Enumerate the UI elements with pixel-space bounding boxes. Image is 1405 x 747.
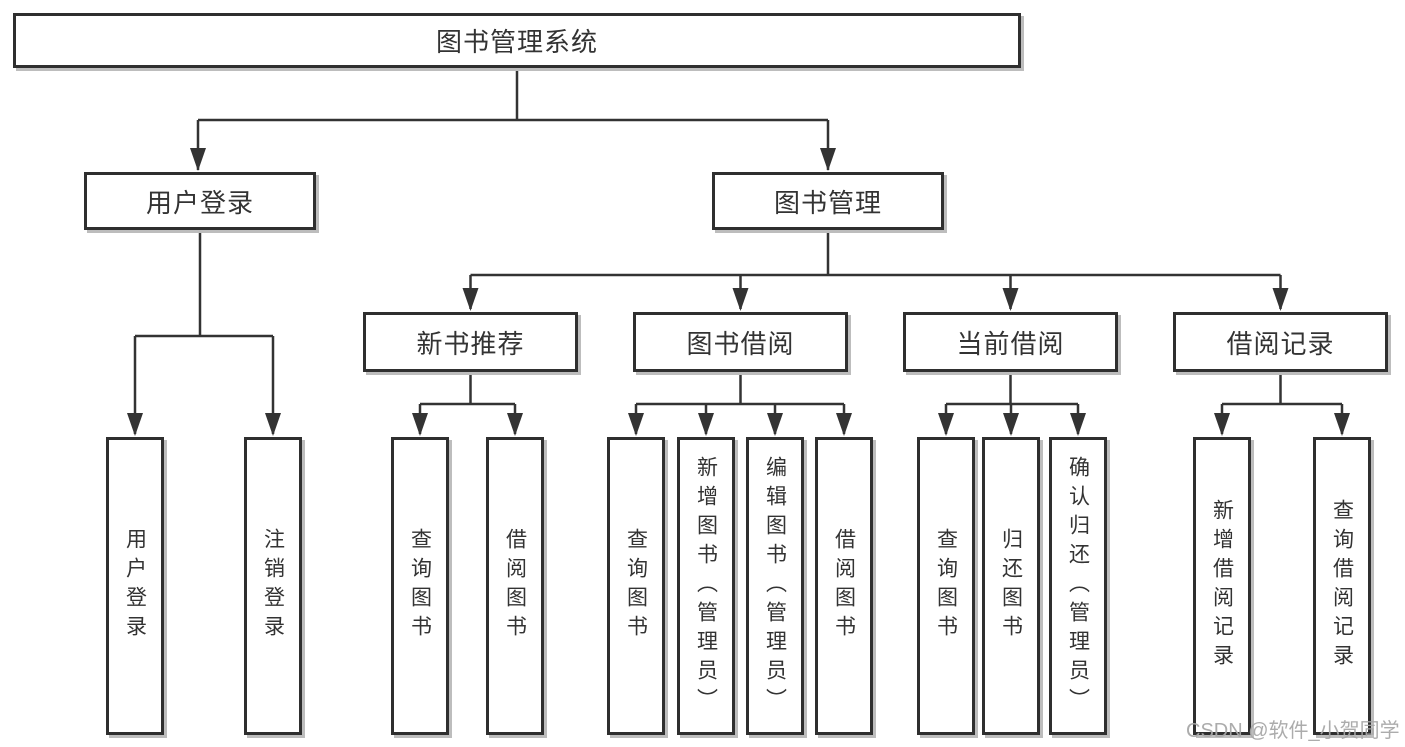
leaf-query-books: 查询图书	[607, 437, 665, 735]
leaf-label: 查询图书	[934, 528, 958, 644]
edge-book-borrow-leaves	[634, 370, 846, 434]
arrow-down-icon	[462, 288, 479, 311]
node-label: 图书管理	[773, 187, 882, 218]
arrow-down-icon	[1002, 288, 1019, 311]
arrow-down-icon	[507, 413, 523, 436]
leaf-confirm-return-admin: 确认归还（管理员）	[1049, 437, 1107, 735]
leaf-label: 借阅图书	[832, 528, 856, 644]
node-root-system: 图书管理系统	[13, 13, 1021, 68]
leaf-label: 查询借阅记录	[1330, 499, 1354, 673]
edge-root-level2	[196, 66, 830, 170]
leaf-label: 确认归还（管理员）	[1066, 455, 1090, 717]
leaf-query-borrow-record: 查询借阅记录	[1313, 437, 1371, 735]
arrow-down-icon	[820, 148, 836, 171]
leaf-query-books: 查询图书	[391, 437, 449, 735]
node-label: 借阅记录	[1226, 328, 1335, 359]
arrow-down-icon	[767, 413, 783, 436]
leaf-label: 归还图书	[999, 528, 1023, 644]
leaf-label: 查询图书	[624, 528, 648, 644]
leaf-label: 注销登录	[261, 528, 285, 644]
node-label: 当前借阅	[956, 328, 1065, 359]
edge-book-mgmt-level3	[469, 228, 1282, 309]
arrow-down-icon	[1272, 288, 1289, 311]
leaf-query-books: 查询图书	[917, 437, 975, 735]
leaf-return-books: 归还图书	[982, 437, 1040, 735]
node-borrow-records: 借阅记录	[1173, 312, 1388, 372]
arrow-down-icon	[127, 413, 143, 436]
leaf-logout: 注销登录	[244, 437, 302, 735]
edge-user-login-leaves	[133, 228, 275, 434]
arrow-down-icon	[1070, 413, 1086, 436]
leaf-add-books-admin: 新增图书（管理员）	[677, 437, 735, 735]
leaf-borrow-books: 借阅图书	[815, 437, 873, 735]
csdn-watermark: CSDN @软件_小贺同学	[1186, 720, 1400, 742]
leaf-label: 编辑图书（管理员）	[763, 455, 787, 717]
leaf-label: 借阅图书	[503, 528, 527, 644]
node-new-book-recommend: 新书推荐	[363, 312, 578, 372]
edge-current-borrow-leaves	[944, 370, 1080, 434]
leaf-edit-books-admin: 编辑图书（管理员）	[746, 437, 804, 735]
arrow-down-icon	[412, 413, 428, 436]
arrow-down-icon	[836, 413, 852, 436]
node-label: 图书管理系统	[435, 27, 598, 57]
arrow-down-icon	[732, 288, 749, 311]
arrow-down-icon	[1003, 413, 1019, 436]
node-book-management: 图书管理	[712, 172, 944, 230]
edge-new-books-leaves	[418, 370, 517, 434]
leaf-add-borrow-record: 新增借阅记录	[1193, 437, 1251, 735]
leaf-borrow-books: 借阅图书	[486, 437, 544, 735]
arrow-down-icon	[190, 148, 206, 171]
leaf-label: 新增图书（管理员）	[694, 455, 718, 717]
node-label: 图书借阅	[686, 328, 795, 359]
node-user-login: 用户登录	[84, 172, 316, 230]
node-label: 新书推荐	[416, 328, 525, 359]
leaf-user-login: 用户登录	[106, 437, 164, 735]
node-current-borrow: 当前借阅	[903, 312, 1118, 372]
leaf-label: 用户登录	[123, 528, 147, 644]
edge-borrow-records-leaves	[1220, 370, 1344, 434]
arrow-down-icon	[265, 413, 281, 436]
arrow-down-icon	[1214, 413, 1230, 436]
leaf-label: 新增借阅记录	[1210, 499, 1234, 673]
node-book-borrow: 图书借阅	[633, 312, 848, 372]
arrow-down-icon	[698, 413, 714, 436]
arrow-down-icon	[938, 413, 954, 436]
arrow-down-icon	[628, 413, 644, 436]
leaf-label: 查询图书	[408, 528, 432, 644]
arrow-down-icon	[1334, 413, 1350, 436]
node-label: 用户登录	[145, 187, 254, 218]
